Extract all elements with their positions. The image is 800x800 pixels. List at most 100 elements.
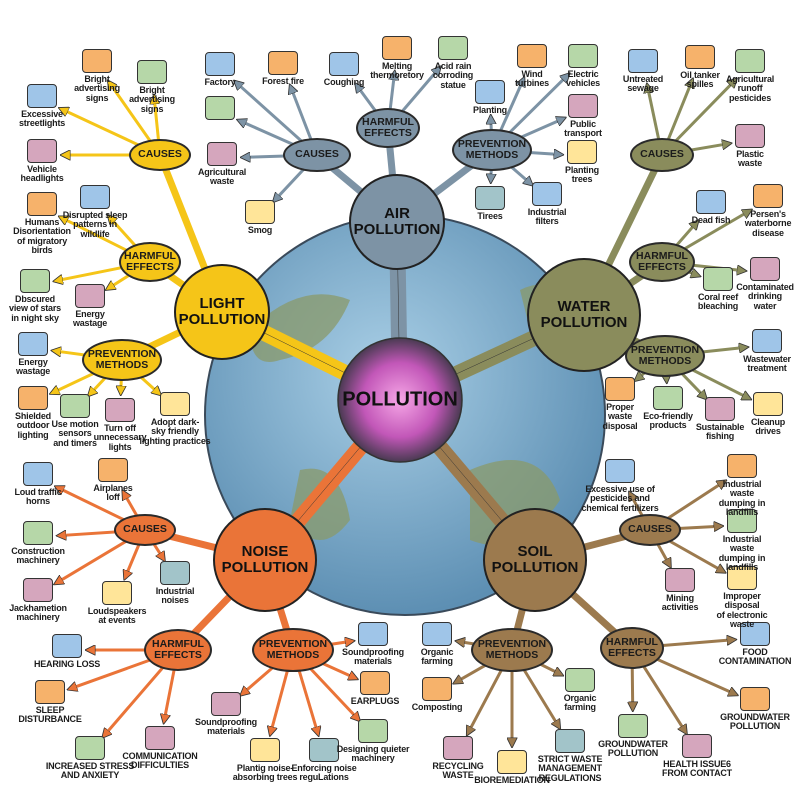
water-harmful-node: HARMFUL EFFECTS <box>629 242 695 282</box>
air-prevention-item-icon <box>475 186 505 210</box>
soil-harmful-item-icon <box>740 622 770 646</box>
water-harmful-item-label: Dead fish <box>691 215 731 225</box>
air-prevention-item-label: Electric vehicles <box>566 69 600 89</box>
noise-causes-item-icon <box>98 458 128 482</box>
light-causes-node: CAUSES <box>129 139 191 171</box>
air-harmful-item-label: Acid rain corroding statue <box>432 61 474 90</box>
soil-prevention-node: PREVENTION METHODS <box>471 628 553 672</box>
light-prevention-item-label: Turn off unnecessary lights <box>93 423 147 452</box>
noise-prevention-item-label: Enforcing noise reguLations <box>291 763 357 783</box>
air-prevention-node: PREVENTION METHODS <box>452 129 532 171</box>
light-harmful-item-label: Energy wastage <box>72 309 108 329</box>
water-causes-item-label: Agricultural runoff pesticides <box>725 74 775 103</box>
water-causes-item-label: Untreated sewage <box>622 74 664 94</box>
soil-prevention-item-icon <box>497 750 527 774</box>
soil-causes-item-label: Industrial waste dumping in landfills <box>718 479 766 518</box>
water-causes-item-icon <box>685 45 715 69</box>
air-prevention-item-label: Planting trees <box>565 165 599 185</box>
light-prevention-item-icon <box>18 386 48 410</box>
air-prevention-item-icon <box>532 182 562 206</box>
water-causes-item-icon <box>735 49 765 73</box>
light-harmful-item-icon <box>80 185 110 209</box>
noise-causes-item-icon <box>23 521 53 545</box>
air-harmful-node: HARMFUL EFFECTS <box>356 108 420 148</box>
light-prevention-item-label: Adopt dark- sky friendly lighting practi… <box>139 417 211 446</box>
soil-causes-item-label: Industrial waste dumping in landfills <box>718 534 766 573</box>
light-harmful-node: HARMFUL EFFECTS <box>119 242 181 282</box>
soil-causes-item-icon <box>605 459 635 483</box>
soil-prevention-item-label: Composting <box>411 702 463 712</box>
noise-prevention-item-label: EARPLUGS <box>350 696 400 706</box>
noise-causes-item-label: Construction machinery <box>11 546 65 566</box>
air-causes-item-icon <box>205 52 235 76</box>
noise-causes-item-label: Airplanes loff <box>93 483 133 503</box>
light-prevention-item-icon <box>105 398 135 422</box>
water-prevention-node: PREVENTION METHODS <box>625 335 705 377</box>
noise-harmful-item-icon <box>145 726 175 750</box>
noise-causes-item-icon <box>23 462 53 486</box>
soil-prevention-item-label: RECYCLING WASTE <box>432 761 484 781</box>
noise-harmful-item-icon <box>52 634 82 658</box>
air-prevention-item-icon <box>567 140 597 164</box>
soil-harmful-item-icon <box>618 714 648 738</box>
water-harmful-item-icon <box>753 184 783 208</box>
noise-causes-item-icon <box>160 561 190 585</box>
noise-harmful-item-icon <box>75 736 105 760</box>
air-causes-item-icon <box>268 51 298 75</box>
soil-prevention-item-label: BIOREMEDIATION <box>474 775 550 785</box>
water-prevention-item-label: Cleanup drives <box>750 417 786 437</box>
air-prevention-item-icon <box>568 44 598 68</box>
light-harmful-item-label: Dbscured view of stars in night sky <box>9 294 61 323</box>
air-prevention-item-icon <box>475 80 505 104</box>
noise-prevention-item-label: Soundproofing materials <box>195 717 257 737</box>
noise-causes-item-label: Loudspeakers at events <box>87 606 147 626</box>
soil-harmful-node: HARMFUL EFFECTS <box>600 627 664 669</box>
water-harmful-item-label: Coral reef bleaching <box>697 292 739 312</box>
light-prevention-item-label: Shielded outdoor lighting <box>15 411 51 440</box>
soil-harmful-item-label: HEALTH ISSUE6 FROM CONTACT <box>662 759 732 779</box>
water-prevention-item-icon <box>753 392 783 416</box>
air-prevention-item-label: Wind turbines <box>515 69 549 89</box>
soil-pollution-hub: SOIL POLLUTION <box>483 508 587 612</box>
light-causes-item-label: Vehicle headlights <box>20 164 64 184</box>
light-harmful-item-label: Humans Disorientation of migratory birds <box>13 217 71 256</box>
air-causes-item-icon <box>207 142 237 166</box>
air-causes-item-label: Factory <box>204 77 236 87</box>
soil-prevention-item-icon <box>565 668 595 692</box>
light-prevention-item-icon <box>160 392 190 416</box>
noise-prevention-item-label: Designing quieter machinery <box>336 744 410 764</box>
soil-causes-item-label: Excessive use of pesticides and chemical… <box>581 484 659 513</box>
water-prevention-item-label: Wastewater treatment <box>743 354 791 374</box>
soil-causes-item-icon <box>727 454 757 478</box>
noise-prevention-item-icon <box>358 622 388 646</box>
air-prevention-item-label: Planting <box>473 105 507 115</box>
air-causes-item-icon <box>205 96 235 120</box>
noise-harmful-item-icon <box>35 680 65 704</box>
light-causes-item-icon <box>137 60 167 84</box>
water-pollution-hub: WATER POLLUTION <box>527 258 641 372</box>
water-causes-item-label: Oil tanker spilles <box>680 70 720 90</box>
water-prevention-item-icon <box>705 397 735 421</box>
soil-prevention-item-icon <box>443 736 473 760</box>
air-prevention-item-label: Industrial filters <box>527 207 567 227</box>
light-harmful-item-icon <box>27 192 57 216</box>
soil-harmful-item-label: GROUNDWATER POLLUTION <box>598 739 668 759</box>
light-causes-item-icon <box>27 139 57 163</box>
air-harmful-item-icon <box>382 36 412 60</box>
air-harmful-item-label: Coughing <box>323 77 365 87</box>
soil-harmful-item-icon <box>682 734 712 758</box>
pollution-core <box>337 337 463 463</box>
air-prevention-item-label: Tirees <box>477 211 503 221</box>
noise-harmful-item-label: HEARING LOSS <box>33 659 101 669</box>
water-harmful-item-icon <box>696 190 726 214</box>
air-causes-item-label: Forest fire <box>262 76 304 86</box>
air-causes-item-label: Smog <box>247 225 273 235</box>
water-causes-item-label: Plastic waste <box>736 149 764 169</box>
air-harmful-item-label: Melting thermoretory <box>370 61 424 81</box>
soil-harmful-item-label: FOOD CONTAMINATION <box>718 647 792 667</box>
noise-harmful-item-label: SLEEP DISTURBANCE <box>18 705 82 725</box>
light-prevention-item-icon <box>60 394 90 418</box>
water-prevention-item-icon <box>752 329 782 353</box>
soil-harmful-item-icon <box>740 687 770 711</box>
noise-causes-item-label: Jackhametion machinery <box>9 603 67 623</box>
